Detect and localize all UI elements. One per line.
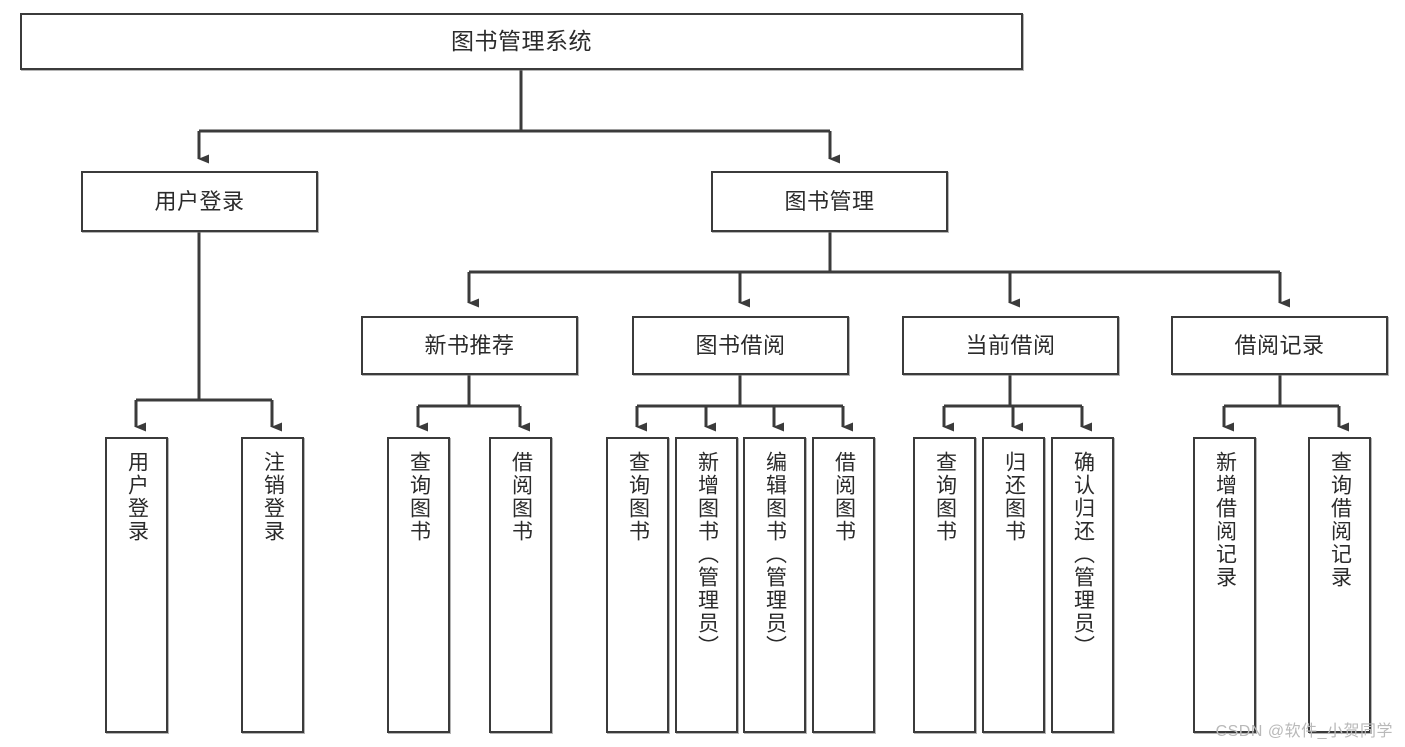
node-borrow-record[interactable]: 借阅记录: [1171, 316, 1388, 375]
node-leaf-borrow-edit-book[interactable]: 编辑图书（管理员）: [743, 437, 806, 733]
node-user-login-label: 用户登录: [154, 188, 245, 214]
node-book-management[interactable]: 图书管理: [711, 171, 948, 232]
node-leaf-label: 编辑图书（管理员）: [763, 451, 787, 658]
node-book-borrow[interactable]: 图书借阅: [632, 316, 849, 375]
node-leaf-record-query[interactable]: 查询借阅记录: [1308, 437, 1371, 733]
node-leaf-label: 借阅图书: [509, 451, 533, 543]
node-current-borrow[interactable]: 当前借阅: [902, 316, 1119, 375]
node-leaf-current-return[interactable]: 归还图书: [982, 437, 1045, 733]
node-leaf-label: 归还图书: [1002, 451, 1026, 543]
node-root-book-management-system[interactable]: 图书管理系统: [20, 13, 1023, 70]
node-leaf-label: 查询借阅记录: [1328, 451, 1352, 589]
node-leaf-label: 确认归还（管理员）: [1071, 451, 1095, 658]
node-user-login[interactable]: 用户登录: [81, 171, 318, 232]
node-leaf-user-login-logout[interactable]: 注销登录: [241, 437, 304, 733]
node-leaf-current-query[interactable]: 查询图书: [913, 437, 976, 733]
node-book-borrow-label: 图书借阅: [695, 332, 786, 358]
node-leaf-label: 用户登录: [125, 451, 149, 543]
node-leaf-borrow-borrow-book[interactable]: 借阅图书: [812, 437, 875, 733]
node-root-label: 图书管理系统: [451, 28, 592, 55]
node-leaf-user-login-login[interactable]: 用户登录: [105, 437, 168, 733]
node-leaf-label: 查询图书: [407, 451, 431, 543]
node-leaf-borrow-add-book[interactable]: 新增图书（管理员）: [675, 437, 738, 733]
node-new-book-recommend[interactable]: 新书推荐: [361, 316, 578, 375]
node-leaf-current-confirm-return[interactable]: 确认归还（管理员）: [1051, 437, 1114, 733]
node-leaf-record-add[interactable]: 新增借阅记录: [1193, 437, 1256, 733]
node-leaf-label: 查询图书: [933, 451, 957, 543]
node-current-borrow-label: 当前借阅: [965, 332, 1056, 358]
node-borrow-record-label: 借阅记录: [1234, 332, 1325, 358]
node-leaf-label: 新增图书（管理员）: [695, 451, 719, 658]
node-leaf-label: 新增借阅记录: [1213, 451, 1237, 589]
csdn-watermark: CSDN @软件_小贺同学: [1215, 723, 1393, 740]
node-new-book-recommend-label: 新书推荐: [424, 332, 515, 358]
node-leaf-label: 借阅图书: [832, 451, 856, 543]
node-leaf-new-book-query[interactable]: 查询图书: [387, 437, 450, 733]
node-leaf-label: 查询图书: [626, 451, 650, 543]
node-leaf-new-book-borrow[interactable]: 借阅图书: [489, 437, 552, 733]
node-book-management-label: 图书管理: [784, 188, 875, 214]
node-leaf-label: 注销登录: [261, 451, 285, 543]
node-leaf-borrow-query[interactable]: 查询图书: [606, 437, 669, 733]
